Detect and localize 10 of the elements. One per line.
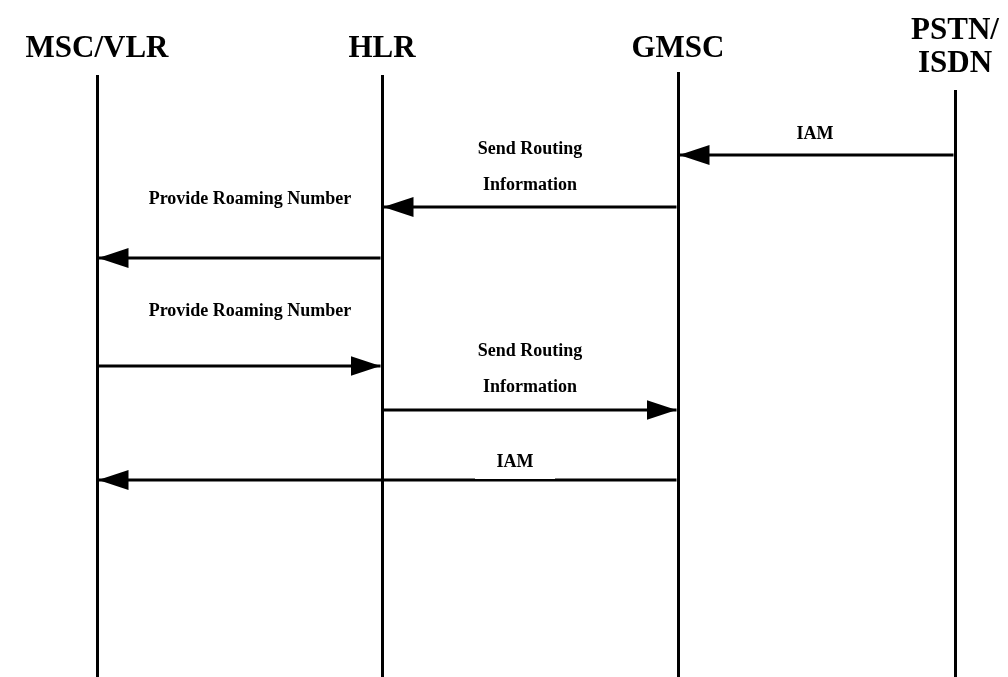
message-arrow: [383, 197, 677, 217]
lifeline-heading: HLR: [347, 30, 417, 63]
message-arrow: [98, 470, 677, 490]
message-arrow: [98, 356, 381, 376]
message-arrow: [383, 400, 677, 420]
lifeline-heading: MSC/VLR: [24, 30, 170, 63]
message-arrow: [98, 248, 381, 268]
lifeline-heading: PSTN/ ISDN: [910, 12, 1000, 78]
message-arrow: [679, 145, 954, 165]
lifeline-heading: GMSC: [630, 30, 726, 63]
